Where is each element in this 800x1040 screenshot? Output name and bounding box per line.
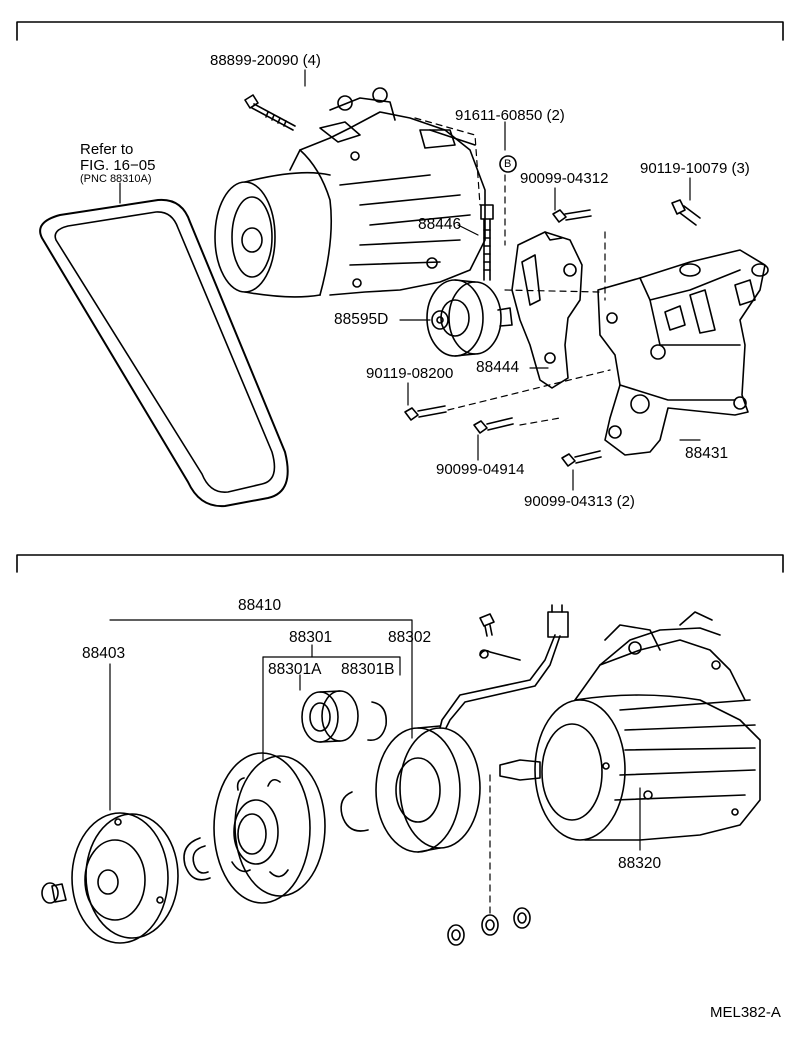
hub [41,812,179,944]
part-label-88444: 88444 [476,359,520,376]
bottom-group-brackets [109,619,641,851]
part-label-88320: 88320 [618,855,662,872]
part-label-90099-04313: 90099-04313 (2) [524,493,635,510]
top-dashed-guides [414,117,611,426]
bearing [301,690,359,743]
marker-b-label: B [504,158,512,170]
part-label-88899-20090: 88899-20090 (4) [210,52,321,69]
refer-fig-label: FIG. 16−05 [80,157,156,174]
top-leader-lines [119,69,701,491]
bolt-90099-04313 [561,450,602,467]
part-label-88410: 88410 [238,597,282,614]
part-label-88301: 88301 [289,629,333,646]
part-label-88403: 88403 [82,645,126,662]
bolt-90119-10079 [671,199,701,226]
marker-b [499,155,517,173]
part-label-90119-10079: 90119-10079 (3) [640,160,750,177]
drive-belt [39,198,289,508]
small-screw [479,613,495,637]
part-label-88301b: 88301B [341,661,395,678]
part-label-90119-08200: 90119-08200 [366,365,454,382]
bolt-90119-08200 [404,405,447,421]
part-label-88302: 88302 [388,629,432,646]
top-panel-frame [16,21,784,41]
part-label-90099-04312: 90099-04312 [520,170,609,187]
stator [375,725,481,853]
pulley [213,752,326,904]
diagram-ref-code: MEL382-A [710,1004,781,1021]
part-label-88301a: 88301A [268,661,322,678]
shims [447,907,531,946]
part-label-91611-60850: 91611-60850 (2) [455,107,565,124]
idler-pulley [426,279,513,357]
refer-to-label: Refer to [80,141,134,158]
harness-wire [439,604,569,729]
stud-88446 [480,204,494,281]
part-label-88446: 88446 [418,216,462,233]
part-label-88595d: 88595D [334,311,389,328]
compressor-top [214,87,486,298]
bolt-88899-20090 [244,94,296,131]
compressor [499,611,761,841]
bottom-panel-frame [16,554,784,573]
bracket-88431 [597,249,769,456]
snap-ring-b [340,701,388,832]
refer-pnc-label: (PNC 88310A) [80,173,152,185]
part-label-90099-04914: 90099-04914 [436,461,525,478]
bolt-90099-04312 [552,209,592,223]
bolt-90099-04914 [473,417,514,434]
bracket-88444 [511,231,583,389]
snap-ring-left [183,837,211,881]
part-label-88431: 88431 [685,445,729,462]
